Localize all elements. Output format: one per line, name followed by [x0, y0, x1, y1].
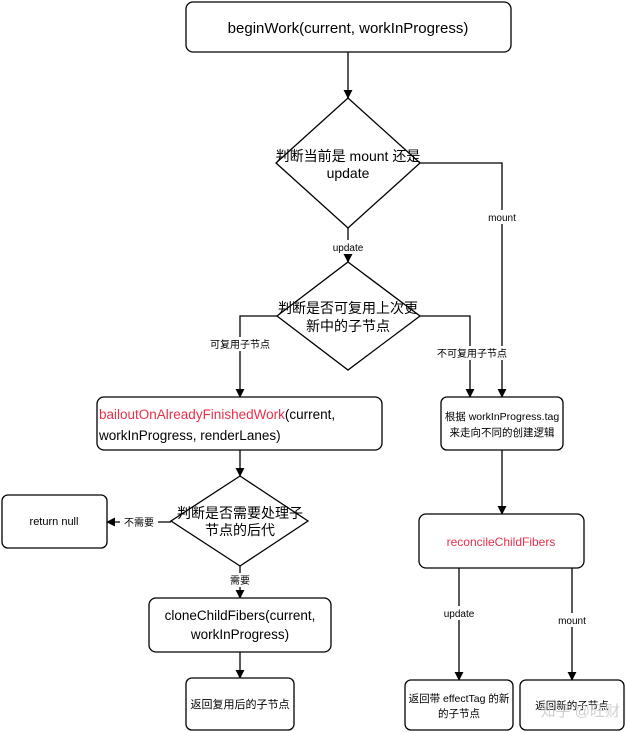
node-return-effect-tag-line1: 返回带 effectTag 的新	[409, 692, 510, 705]
node-begin-work-label: beginWork(current, workInProgress)	[228, 20, 469, 37]
node-judge-mount-update-line2: update	[327, 165, 370, 181]
node-clone-line2: workInProgress)	[190, 627, 289, 642]
node-return-reused: 返回复用后的子节点	[185, 677, 295, 731]
node-bailout-args: (current,	[285, 407, 335, 422]
node-bailout: bailoutOnAlreadyFinishedWork(current, wo…	[96, 396, 383, 451]
node-return-null: return null	[1, 494, 108, 549]
node-return-mount: 返回新的子节点	[519, 679, 625, 731]
edges	[106, 52, 577, 681]
edge-labels: update mount 可复用子节点 不可复用子节点 不需要 需要 updat…	[120, 210, 590, 627]
node-bailout-line2: workInProgress, renderLanes)	[98, 428, 281, 443]
edge-judge-reuse-to-create-by-tag	[420, 315, 475, 398]
node-return-effect-tag: 返回带 effectTag 的新 的子节点	[404, 679, 514, 731]
node-create-by-tag-line1: 根据 workInProgress.tag	[445, 410, 560, 423]
node-judge-children: 判断是否需要处理子 节点的后代	[169, 475, 310, 567]
node-return-effect-tag-line2: 的子节点	[438, 707, 480, 720]
node-judge-reuse-line1: 判断是否可复用上次更	[278, 300, 418, 316]
node-judge-reuse-line2: 新中的子节点	[306, 318, 390, 334]
edge-judge-reuse-to-bailout	[235, 315, 277, 398]
node-bailout-line1: bailoutOnAlreadyFinishedWork(current,	[99, 407, 335, 422]
node-return-null-label: return null	[30, 516, 79, 528]
edge-label-reusable: 可复用子节点	[210, 338, 270, 351]
node-create-by-tag-line2: 来走向不同的创建逻辑	[450, 426, 555, 439]
edge-label-mount: mount	[488, 213, 516, 224]
node-bailout-function-name: bailoutOnAlreadyFinishedWork	[99, 407, 285, 422]
edge-judge-mount-to-create-by-tag	[420, 162, 507, 398]
node-clone-child-fibers: cloneChildFibers(current, workInProgress…	[148, 597, 332, 653]
node-judge-children-line2: 节点的后代	[205, 522, 275, 538]
node-judge-mount-update: 判断当前是 mount 还是 update	[275, 97, 421, 229]
edge-label-not-needed: 不需要	[124, 517, 154, 529]
node-reconcile-label: reconcileChildFibers	[447, 535, 556, 549]
node-return-reused-label: 返回复用后的子节点	[191, 697, 290, 711]
watermark: 知乎 @旺财	[541, 703, 620, 720]
edge-label-update: update	[333, 243, 364, 254]
edge-label-not-reusable: 不可复用子节点	[437, 347, 507, 360]
node-judge-children-line1: 判断是否需要处理子	[177, 505, 303, 521]
node-return-mount-label: 返回新的子节点	[535, 699, 609, 712]
edge-label-needed: 需要	[230, 575, 250, 587]
node-create-by-tag: 根据 workInProgress.tag 来走向不同的创建逻辑	[440, 396, 564, 451]
node-clone-line1: cloneChildFibers(current,	[165, 608, 316, 623]
edge-label-reconcile-update: update	[444, 609, 475, 620]
node-judge-mount-update-line1: 判断当前是 mount 还是	[276, 148, 421, 164]
node-begin-work: beginWork(current, workInProgress)	[185, 1, 512, 53]
node-reconcile-child-fibers: reconcileChildFibers	[418, 513, 585, 569]
node-judge-reuse: 判断是否可复用上次更 新中的子节点	[275, 261, 422, 371]
edge-label-reconcile-mount: mount	[558, 616, 586, 627]
